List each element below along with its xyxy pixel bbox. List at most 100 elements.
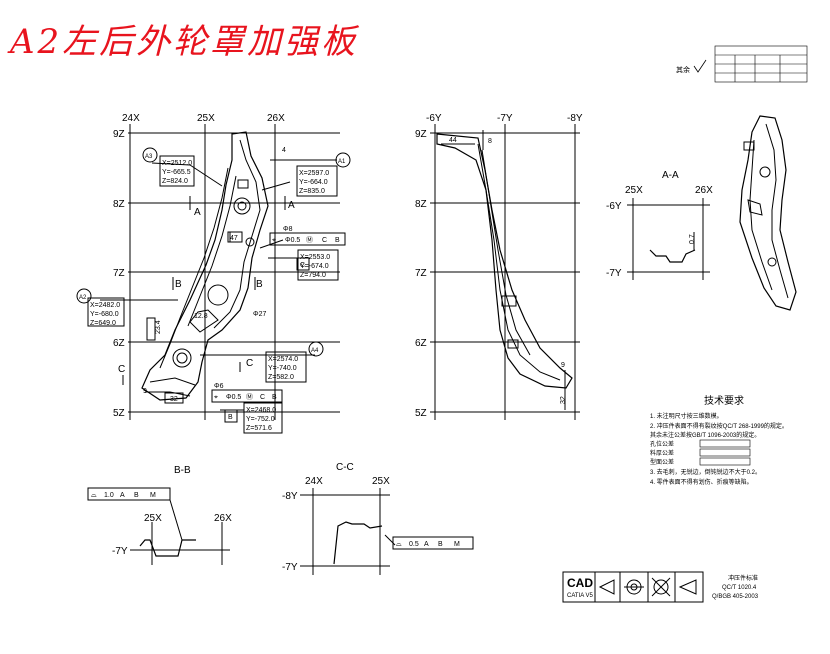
tech-req-title: 技术要求 — [704, 394, 744, 407]
side-view-labels: -6Y -7Y -8Y 9Z 8Z 7Z 6Z 5Z 44 8 9 32 — [415, 113, 583, 419]
front-z-label: 8Z — [113, 199, 125, 210]
section-a-labels: A-A 25X 26X -6Y -7Y 0.7 — [606, 170, 713, 279]
coord-text: Y=-665.5 — [162, 169, 191, 176]
dim-label: 8 — [488, 138, 492, 145]
side-z-label: 6Z — [415, 338, 427, 349]
fcf-cell: ⌓ — [91, 492, 97, 499]
dim-label: 9 — [561, 362, 565, 369]
coord-text: X=2597.0 — [299, 170, 329, 177]
callout-label: A1 — [338, 159, 346, 165]
section-a-y-label: -7Y — [606, 268, 622, 279]
section-b-b — [87, 487, 230, 565]
coord-text: Z=582.0 — [268, 374, 294, 381]
coord-text: X=2574.0 — [268, 356, 298, 363]
front-x-label: 25X — [197, 113, 215, 124]
fcf-cell: ⌖ — [214, 394, 218, 401]
section-c-x-label: 25X — [372, 476, 390, 487]
section-a-x-label: 26X — [695, 185, 713, 196]
dim-label: 4 — [282, 147, 286, 154]
coord-text: Z=824.0 — [162, 178, 188, 185]
coord-text: X=2482.0 — [90, 302, 120, 309]
datum-letter: C — [300, 262, 305, 269]
side-y-label: -8Y — [567, 113, 583, 124]
section-c-c — [300, 488, 474, 575]
cad-sub: CATIA V5 — [567, 593, 594, 599]
section-b-x-label: 26X — [214, 513, 232, 524]
section-c-x-label: 24X — [305, 476, 323, 487]
dim-label: 9 — [143, 388, 147, 395]
coord-text: X=2512.0 — [162, 160, 192, 167]
dim-label: 32 — [170, 396, 178, 403]
section-mark-c: C — [118, 364, 125, 375]
section-c-labels: C-C 24X 25X -8Y -7Y ⌓ 0.5 A B M — [282, 462, 460, 573]
fcf-cell: B — [272, 394, 277, 401]
dim-label: 23.4 — [155, 320, 162, 334]
coord-text: Z=649.0 — [90, 320, 116, 327]
section-b-x-label: 25X — [144, 513, 162, 524]
coord-text: Y=-740.0 — [268, 365, 297, 372]
section-c-y-label: -8Y — [282, 491, 298, 502]
side-z-label: 9Z — [415, 129, 427, 140]
dim-label: 44 — [449, 137, 457, 144]
callout-label: A4 — [311, 348, 319, 354]
hole-label: Φ6 — [214, 383, 224, 390]
tech-req-item: 1. 未注明尺寸按三维数模。 — [650, 412, 723, 420]
title-block-labels: CAD CATIA V5 冲压件标准 QC/T 1020.4 Q/BGB 405… — [567, 574, 759, 600]
coord-text: X=2468.0 — [246, 407, 276, 414]
coord-text: Y=-752.0 — [246, 416, 275, 423]
section-b-y-label: -7Y — [112, 546, 128, 557]
coord-text: Z=835.0 — [299, 188, 325, 195]
fcf-cell: ⌖ — [272, 237, 276, 244]
dim-label: 12.8 — [194, 313, 208, 320]
hole-label: Φ27 — [253, 311, 266, 318]
section-mark-a: A — [288, 200, 295, 211]
side-z-label: 8Z — [415, 199, 427, 210]
section-c-title: C-C — [336, 462, 354, 473]
front-z-label: 5Z — [113, 408, 125, 419]
coord-text: Z=794.0 — [300, 272, 326, 279]
section-a-x-label: 25X — [625, 185, 643, 196]
fcf-cell: Ⓜ — [306, 236, 313, 244]
std-line: 冲压件标准 — [728, 574, 758, 582]
section-a-y-label: -6Y — [606, 201, 622, 212]
fcf-cell: B — [438, 541, 443, 548]
fcf-cell: M — [454, 541, 460, 548]
std-line: Q/BGB 405-2003 — [712, 594, 759, 600]
side-y-label: -7Y — [497, 113, 513, 124]
coord-text: Y=-664.0 — [299, 179, 328, 186]
dim-label: 32 — [560, 396, 567, 404]
tech-req-item: 4. 零件表面不得有划伤、折痕等缺陷。 — [650, 478, 753, 486]
fcf-cell: B — [335, 237, 340, 244]
fcf-cell: Ⓜ — [246, 393, 253, 401]
section-a-title: A-A — [662, 170, 679, 181]
title-block — [562, 571, 704, 603]
tech-req-item: 孔位公差 — [650, 440, 674, 448]
section-mark-b: B — [175, 279, 182, 290]
tech-req-item: 型面公差 — [650, 458, 674, 466]
fcf-cell: Φ0.5 — [285, 237, 300, 244]
fcf-cell: M — [150, 492, 156, 499]
fcf-cell: ⌓ — [396, 541, 402, 548]
revision-table — [714, 45, 808, 83]
section-mark-a: A — [194, 207, 201, 218]
coord-text: Y=-680.0 — [90, 311, 119, 318]
std-line: QC/T 1020.4 — [722, 585, 757, 591]
roughness-note: 其余 — [676, 59, 707, 74]
section-c-y-label: -7Y — [282, 562, 298, 573]
roughness-text: 其余 — [676, 65, 690, 74]
front-z-label: 6Z — [113, 338, 125, 349]
tech-requirements: 技术要求 1. 未注明尺寸按三维数模。 2. 冲压件表面不得有裂纹按QC/T 2… — [650, 394, 788, 486]
front-view-labels: 24X 25X 26X 9Z 8Z 7Z 6Z 5Z A A B B C C A… — [79, 113, 346, 432]
cad-logo: CAD — [567, 576, 593, 590]
dim-label: 47 — [230, 235, 238, 242]
drawing-title: A2左后外轮罩加强板 — [10, 22, 359, 62]
front-x-label: 26X — [267, 113, 285, 124]
hole-label: Φ8 — [283, 226, 293, 233]
section-a-a — [627, 198, 710, 280]
callout-label: A3 — [145, 154, 153, 160]
front-x-label: 24X — [122, 113, 140, 124]
fcf-cell: A — [424, 541, 429, 548]
front-z-label: 9Z — [113, 129, 125, 140]
coord-text: Y=-674.0 — [300, 263, 329, 270]
datum-letter: B — [228, 414, 233, 421]
